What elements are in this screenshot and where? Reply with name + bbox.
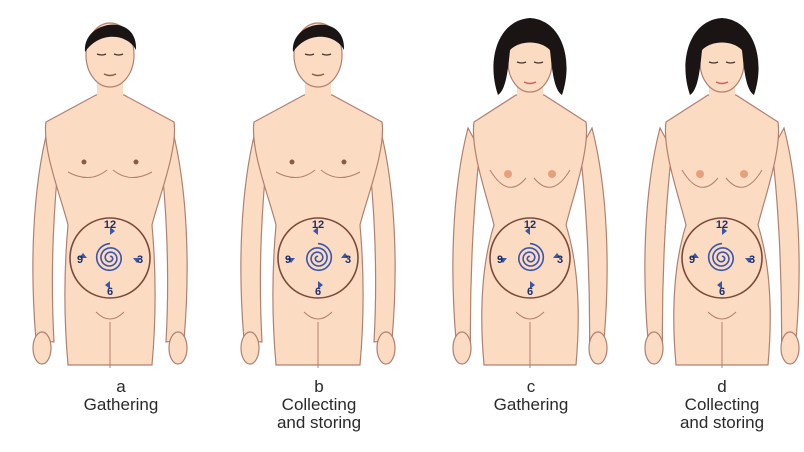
figure-c: 12 3 6 9 [453,18,607,368]
figure-a: 12 3 6 9 [33,23,187,368]
caption-d-line1: Collecting [622,396,804,414]
clock-label-12: 12 [524,219,536,231]
right-arm [580,128,607,342]
caption-c-line1: Gathering [431,396,631,414]
clock-label-3: 3 [137,254,143,266]
caption-a-line1: Gathering [21,396,221,414]
caption-a: a Gathering [21,378,221,414]
caption-b-line1: Collecting [219,396,419,414]
figure-d: 12 3 6 9 [645,18,799,368]
left-hand [241,332,259,364]
left-hand [453,332,471,364]
clock-label-6: 6 [315,286,321,298]
clock-label-3: 3 [557,254,563,266]
caption-b: b Collecting and storing [219,378,419,432]
caption-c-letter: c [431,378,631,396]
right-nipple [342,160,347,165]
right-hand [377,332,395,364]
clock-label-3: 3 [345,254,351,266]
left-nipple [504,170,512,178]
clock-label-9: 9 [285,254,291,266]
right-nipple [548,170,556,178]
right-nipple [134,160,139,165]
clock-label-6: 6 [107,286,113,298]
right-arm [772,128,799,342]
right-nipple [740,170,748,178]
caption-b-line2: and storing [219,414,419,432]
right-hand [169,332,187,364]
clock-label-6: 6 [719,286,725,298]
clock-label-12: 12 [104,219,116,231]
right-hand [781,332,799,364]
left-arm [645,128,672,342]
caption-d-line2: and storing [622,414,804,432]
clock-label-3: 3 [749,254,755,266]
caption-c: c Gathering [431,378,631,414]
clock-label-6: 6 [527,286,533,298]
left-arm [453,128,480,342]
clock-label-9: 9 [689,254,695,266]
clock-label-12: 12 [312,219,324,231]
caption-a-letter: a [21,378,221,396]
clock-label-9: 9 [497,254,503,266]
caption-d-letter: d [622,378,804,396]
left-nipple [82,160,87,165]
left-hand [645,332,663,364]
right-hand [589,332,607,364]
left-nipple [696,170,704,178]
figure-b: 12 3 6 9 [241,23,395,368]
left-nipple [290,160,295,165]
caption-d: d Collecting and storing [622,378,804,432]
caption-b-letter: b [219,378,419,396]
left-hand [33,332,51,364]
clock-label-9: 9 [77,254,83,266]
clock-label-12: 12 [716,219,728,231]
